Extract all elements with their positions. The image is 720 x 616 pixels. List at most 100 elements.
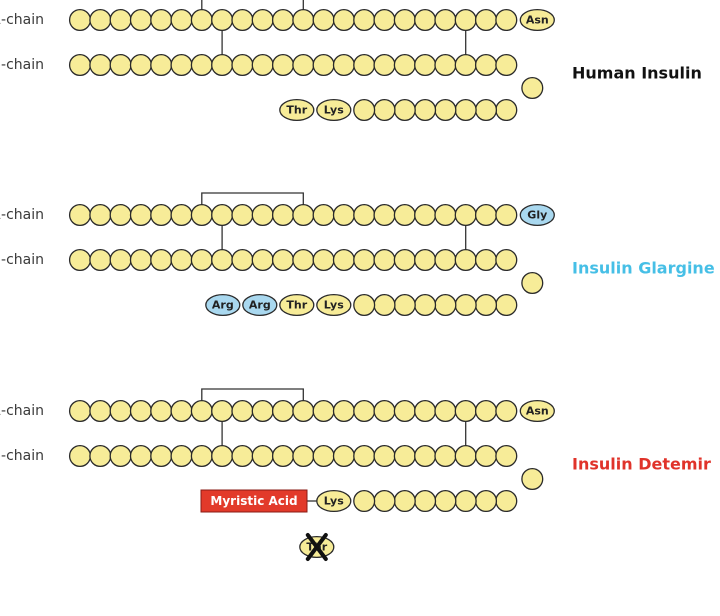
beta-residue <box>495 248 518 272</box>
beta-residue <box>353 53 376 77</box>
beta-residue <box>414 248 437 272</box>
beta-residue <box>292 53 315 77</box>
alpha-residue <box>292 8 315 32</box>
beta-residue <box>292 444 315 468</box>
alpha-residue <box>68 203 92 227</box>
beta-residue <box>521 76 544 100</box>
beta-residue <box>271 248 295 272</box>
alpha-residue <box>292 203 315 227</box>
tail-residue: Lys <box>316 98 352 122</box>
beta-chain-label: β-chain <box>0 252 44 268</box>
residue-label: Asn <box>526 405 549 418</box>
residue-oval <box>279 98 315 122</box>
residue-oval <box>279 293 315 317</box>
alpha-residue <box>373 203 396 227</box>
beta-residue <box>89 248 112 272</box>
residue-oval <box>242 293 278 317</box>
beta-residue <box>373 444 396 468</box>
beta-residue <box>393 489 416 513</box>
beta-chain <box>68 53 544 100</box>
tail-residue: Lys <box>316 489 352 513</box>
beta-residue <box>332 444 355 468</box>
alpha-residue <box>190 203 213 227</box>
beta-residue <box>373 489 396 513</box>
alpha-residue <box>495 8 518 32</box>
beta-residue <box>474 248 498 272</box>
alpha-chain-label: α-chain <box>0 207 44 223</box>
alpha-residue <box>373 8 396 32</box>
beta-residue <box>454 444 477 468</box>
alpha-residue <box>353 203 376 227</box>
residue-label: Lys <box>324 495 344 508</box>
alpha-residue <box>231 203 254 227</box>
alpha-residue <box>434 203 457 227</box>
intra-chain-bond <box>201 388 304 401</box>
residue-oval <box>205 293 241 317</box>
beta-residue <box>251 53 274 77</box>
beta-residue <box>495 98 518 122</box>
beta-residue <box>292 248 315 272</box>
residue-label: Arg <box>249 299 271 312</box>
alpha-residue <box>271 203 295 227</box>
variant-title: Human Insulin <box>572 64 702 83</box>
alpha-residue <box>353 8 376 32</box>
alpha-residue <box>251 8 274 32</box>
beta-residue <box>454 248 477 272</box>
beta-residue <box>150 53 173 77</box>
alpha-residue <box>434 399 457 423</box>
beta-residue <box>454 293 477 317</box>
beta-residue <box>393 98 416 122</box>
residue-oval <box>519 399 555 423</box>
alpha-residue <box>373 399 396 423</box>
alpha-residue <box>495 399 518 423</box>
disulfide-bonds <box>201 0 467 55</box>
tail-residue: Arg <box>242 293 278 317</box>
alpha-residue <box>434 8 457 32</box>
alpha-residue <box>190 399 213 423</box>
beta-tail: Lys Thr <box>279 98 518 122</box>
alpha-residue <box>211 399 234 423</box>
alpha-residue <box>129 203 152 227</box>
myristic-acid-label: Myristic Acid <box>210 494 297 508</box>
beta-residue <box>231 248 254 272</box>
tail-residue: Lys <box>316 293 352 317</box>
alpha-chain-label: α-chain <box>0 12 44 28</box>
variant-title: Insulin Detemir <box>572 455 711 474</box>
alpha-residue <box>474 399 498 423</box>
alpha-residue <box>495 203 518 227</box>
alpha-residue <box>170 8 193 32</box>
beta-residue <box>170 248 193 272</box>
alpha-residue <box>292 399 315 423</box>
alpha-residue <box>393 203 416 227</box>
beta-residue <box>332 53 355 77</box>
alpha-residue <box>332 8 355 32</box>
alpha-residue <box>211 203 234 227</box>
alpha-residue <box>454 399 477 423</box>
beta-residue <box>414 489 437 513</box>
beta-residue <box>434 53 457 77</box>
alpha-end-residue: Gly <box>519 203 555 227</box>
deletion-cross-icon <box>305 533 328 561</box>
myristic-acid-rect <box>200 489 308 513</box>
alpha-residue <box>454 203 477 227</box>
residue-label: Thr <box>286 299 307 312</box>
alpha-residue <box>393 8 416 32</box>
beta-residue <box>521 467 544 491</box>
intra-chain-bond <box>201 0 304 10</box>
tail-residue: Thr <box>279 98 315 122</box>
residue-label: Arg <box>212 299 234 312</box>
alpha-residue <box>474 8 498 32</box>
beta-residue <box>231 444 254 468</box>
beta-residue <box>89 444 112 468</box>
alpha-residue <box>231 399 254 423</box>
beta-residue <box>89 53 112 77</box>
residue-oval <box>316 98 352 122</box>
beta-chain <box>68 444 544 491</box>
residue-label: Thr <box>286 104 307 117</box>
beta-residue <box>271 444 295 468</box>
alpha-residue <box>170 203 193 227</box>
beta-residue <box>109 248 132 272</box>
